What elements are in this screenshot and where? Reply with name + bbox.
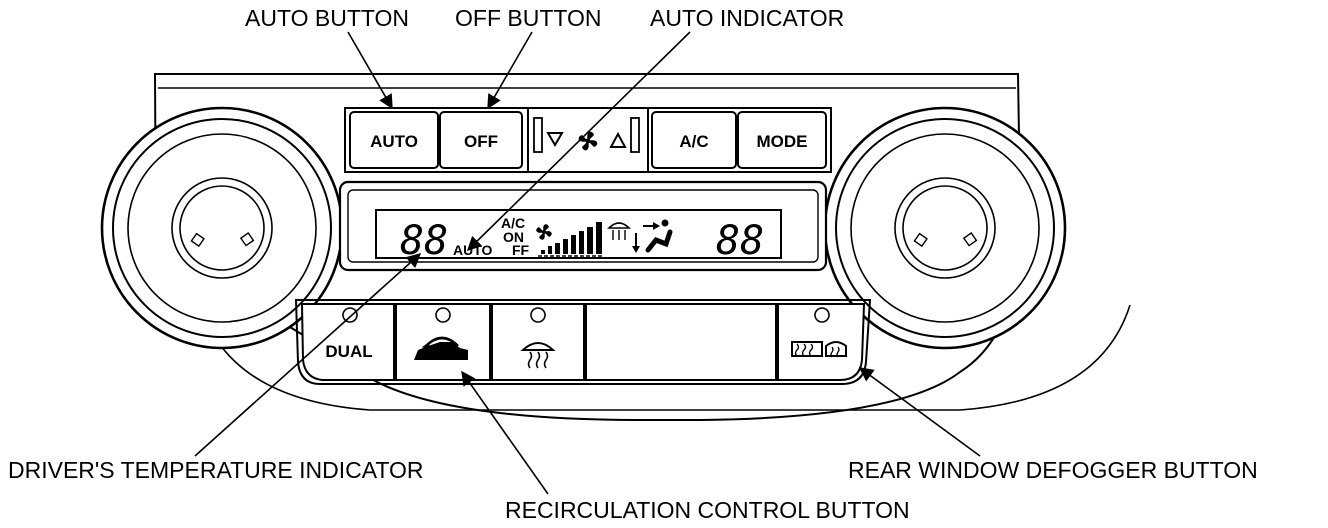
recirculation-indicator-light [435, 307, 451, 323]
dual-indicator-light [342, 307, 358, 323]
mode-button[interactable]: MODE [737, 111, 827, 169]
airflow-mode-icon [632, 219, 673, 253]
leader-auto-indicator [466, 31, 691, 252]
front-defrost-icon [520, 342, 556, 369]
callout-auto-button: AUTO BUTTON [245, 5, 409, 31]
dual-button[interactable]: DUAL [300, 303, 395, 381]
front-defroster-indicator-light [530, 307, 546, 323]
rear-defrost-icon [791, 341, 847, 358]
ac-on-indicator: ON [503, 229, 524, 245]
ac-button[interactable]: A/C [651, 111, 737, 169]
triangle-down-icon [546, 132, 564, 147]
mode-button-label: MODE [757, 132, 808, 151]
leader-off-button [487, 31, 533, 110]
recirculation-control-button[interactable] [395, 303, 491, 381]
display-fan-icon [536, 224, 552, 240]
front-defroster-button[interactable] [491, 303, 585, 381]
leader-rear-window-defogger-button [858, 367, 981, 457]
rear-window-defogger-button[interactable] [777, 303, 866, 381]
callout-drivers-temperature-indicator: DRIVER'S TEMPERATURE INDICATOR [8, 457, 423, 483]
callout-auto-indicator: AUTO INDICATOR [650, 5, 844, 31]
blank-button-panel [585, 303, 777, 381]
fan-level-bars [538, 222, 604, 257]
lcd-screen [375, 209, 782, 259]
ac-indicator-label: A/C [501, 215, 525, 231]
leader-drivers-temperature-indicator [194, 253, 422, 457]
driver-temperature-readout: 88 [400, 218, 448, 264]
recirculation-icon [414, 336, 468, 360]
passenger-temperature-readout: 88 [716, 218, 764, 264]
auto-button-label: AUTO [370, 132, 418, 151]
rear-defogger-indicator-light [814, 307, 830, 323]
ac-off-indicator: FF [512, 242, 530, 258]
callout-off-button: OFF BUTTON [455, 5, 602, 31]
off-button-label: OFF [464, 132, 498, 151]
leader-recirculation-control-button [461, 370, 549, 495]
display-defrost-icon [607, 222, 631, 240]
callout-recirculation-control-button: RECIRCULATION CONTROL BUTTON [505, 497, 910, 523]
fan-speed-rocker[interactable] [527, 107, 649, 173]
auto-button[interactable]: AUTO [349, 111, 439, 169]
dual-button-label: DUAL [325, 342, 372, 361]
triangle-up-icon [609, 131, 627, 148]
passenger-temperature-knob[interactable] [823, 106, 1067, 350]
ac-button-label: A/C [679, 132, 708, 151]
leader-auto-button [347, 31, 393, 110]
panel-lower-lip [199, 304, 1131, 411]
callout-rear-window-defogger-button: REAR WINDOW DEFOGGER BUTTON [848, 457, 1258, 483]
off-button[interactable]: OFF [439, 111, 523, 169]
display-inner-bezel [347, 189, 819, 263]
